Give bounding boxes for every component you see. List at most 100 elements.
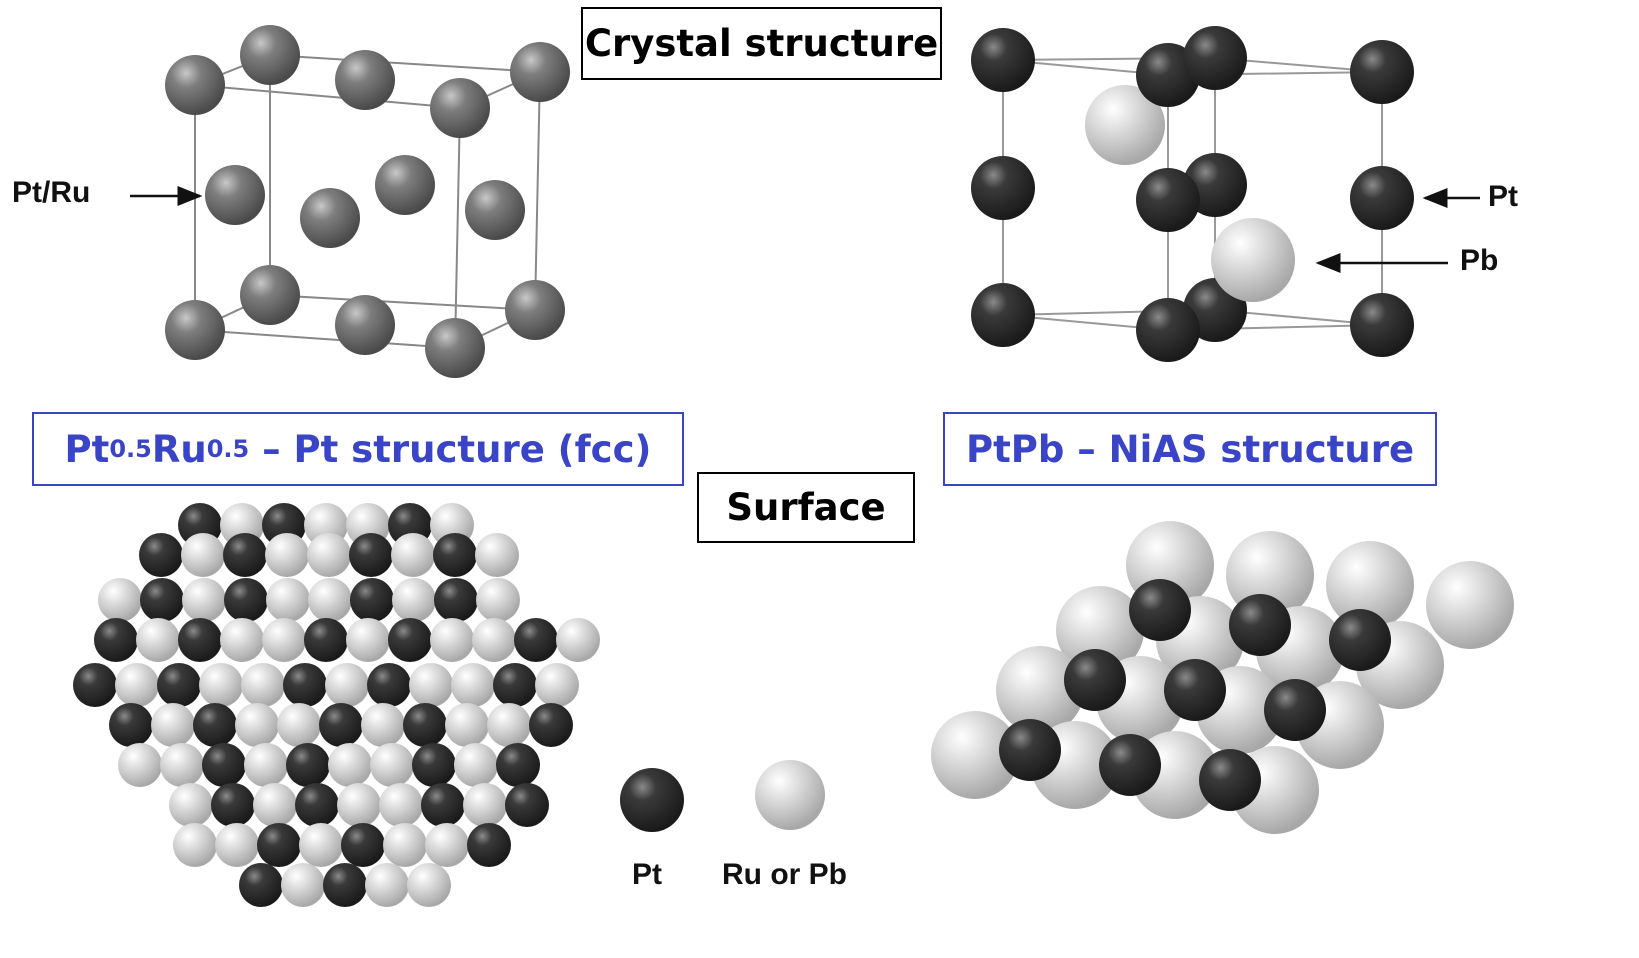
pt-surface-atom [140,578,184,622]
pt-atom [971,28,1035,92]
pt-ru-atom [300,188,360,248]
ru-surface-atom [463,783,507,827]
ru-surface-atom [475,533,519,577]
pt-atom [1350,293,1414,357]
pt-surface-atom [286,743,330,787]
pb-surface-atom [996,646,1084,734]
ru-surface-atom [215,823,259,867]
pt-surface-atom [1199,749,1261,811]
ru-surface-atom [425,823,469,867]
ru-surface-atom [262,618,306,662]
pt-surface-atom [493,663,537,707]
surface-heading: Surface [697,472,915,543]
pt-ru-atom [465,180,525,240]
pt-surface-atom [283,663,327,707]
legend-ru-pb-atom-icon [755,760,825,830]
ru-surface-atom [151,703,195,747]
pt-surface-atom [1264,679,1326,741]
pt-surface-atom [1129,579,1191,641]
ru-surface-atom [325,663,369,707]
ru-surface-atom [266,578,310,622]
pt-ru-atom [425,318,485,378]
pt-surface-atom [467,823,511,867]
legend-pt-atom-icon [620,768,684,832]
pt-ru-atom [165,300,225,360]
pt-atom [1136,168,1200,232]
pt-surface-atom [1064,649,1126,711]
ptru-suffix: – Pt structure (fcc) [249,427,652,471]
ru-surface-atom [235,703,279,747]
ru-surface-atom [181,533,225,577]
pb-atom-label: Pb [1460,244,1499,277]
pb-surface-atom [1326,541,1414,629]
ru-surface-atom [307,533,351,577]
pb-surface-atom [931,711,1019,799]
fcc-atoms [165,25,570,378]
ru-surface-atom [346,618,390,662]
ru-surface-atom [407,863,451,907]
pt-surface-atom [496,743,540,787]
pt-surface-atom [403,703,447,747]
ru-surface-atom [265,533,309,577]
ru-surface-atom [370,743,414,787]
pt-surface-atom [109,703,153,747]
ptru-sub2: 0.5 [206,435,250,463]
ru-surface-atom [182,578,226,622]
pt-surface-atom [211,783,255,827]
pt-surface-atom [295,783,339,827]
pt-atom [1350,166,1414,230]
pt-atom [1183,26,1247,90]
ru-surface-atom [472,618,516,662]
ru-surface-atom [379,783,423,827]
pt-surface-atom [157,663,201,707]
ptru-surface-cluster [73,503,600,907]
ru-surface-atom [454,743,498,787]
ru-surface-atom [160,743,204,787]
pt-surface-atom [349,533,393,577]
pt-surface-atom [505,783,549,827]
pt-surface-atom [529,703,573,747]
ru-surface-atom [281,863,325,907]
pt-surface-atom [514,618,558,662]
pt-surface-atom [341,823,385,867]
ru-surface-atom [430,618,474,662]
ru-surface-atom [118,743,162,787]
pt-ru-atom [205,165,265,225]
pt-surface-atom [388,618,432,662]
legend-pt-label: Pt [632,858,662,891]
pt-ru-atom [375,155,435,215]
pt-surface-atom [421,783,465,827]
ptpb-structure-label: PtPb – NiAS structure [943,412,1437,486]
ru-surface-atom [328,743,372,787]
ru-surface-atom [487,703,531,747]
ru-surface-atom [244,743,288,787]
pt-surface-atom [350,578,394,622]
pt-surface-atom [434,578,478,622]
ru-surface-atom [383,823,427,867]
pt-surface-atom [323,863,367,907]
pt-surface-atom [319,703,363,747]
ru-surface-atom [361,703,405,747]
pt-atom [1136,298,1200,362]
pt-ru-atom [165,55,225,115]
ptru-sub1: 0.5 [109,435,152,463]
pt-surface-atom [1329,609,1391,671]
pt-surface-atom [433,533,477,577]
ru-surface-atom [391,533,435,577]
ru-surface-atom [253,783,297,827]
pt-ru-atom [240,265,300,325]
ru-surface-atom [535,663,579,707]
pt-ru-atom [335,50,395,110]
pt-surface-atom [193,703,237,747]
ru-surface-atom [445,703,489,747]
pt-surface-atom [1164,659,1226,721]
pt-surface-atom [178,618,222,662]
pb-surface-atom [1056,586,1144,674]
pt-surface-atom [412,743,456,787]
pt-surface-atom [239,863,283,907]
pt-ru-atom [430,78,490,138]
ru-surface-atom [169,783,213,827]
ru-surface-atom [451,663,495,707]
